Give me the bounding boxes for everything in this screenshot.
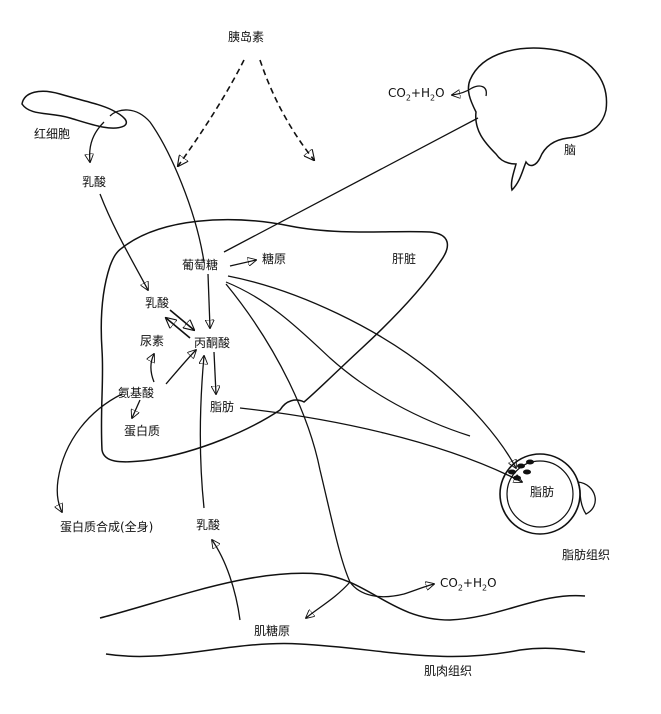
liver-fat-label: 脂肪 — [210, 400, 235, 414]
fat-cell-nucleus — [577, 481, 596, 515]
arrow-amino-to-pyruvate — [165, 350, 196, 385]
line-glucose-to-brain — [223, 117, 479, 253]
line-glucose-to-rbc — [109, 109, 205, 263]
arrow-pyruvate-to-lactate — [166, 318, 191, 339]
liver-outline — [100, 218, 449, 463]
fat-cell-inner — [506, 460, 574, 528]
arrow-amino-to-protein-synthesis — [57, 393, 123, 512]
line-glucose-to-muscle — [225, 283, 351, 583]
arrow-lactate-to-liver — [99, 193, 148, 290]
arrow-amino-to-protein — [132, 399, 141, 418]
amino-acid-label: 氨基酸 — [118, 386, 155, 400]
urea-label: 尿素 — [140, 334, 165, 348]
insulin-label: 胰岛素 — [228, 30, 265, 44]
arrow-glucose-to-adipose — [227, 275, 516, 468]
arrow-glucose-to-glycogen — [229, 260, 256, 267]
muscle-lactate-label: 乳酸 — [196, 518, 221, 532]
arrow-insulin-to-liver — [178, 59, 245, 166]
brain-label: 脑 — [564, 143, 577, 157]
arrow-muscle-to-co2 — [349, 582, 434, 598]
adipose-tissue-label: 脂肪组织 — [562, 548, 611, 562]
muscle-upper-band — [99, 572, 586, 621]
pyruvate-label: 丙酮酸 — [194, 336, 231, 350]
brain-co2-formula: CO2+H2O — [388, 86, 445, 103]
line-glucose-to-adipose-2 — [225, 281, 471, 437]
fat-cell-label: 脂肪 — [530, 485, 555, 499]
liver-lactate-label: 乳酸 — [145, 296, 170, 310]
arrow-brain-co2 — [452, 85, 487, 96]
muscle-co2-formula: CO2+H2O — [440, 576, 497, 593]
brain-shape — [467, 47, 608, 192]
protein-synthesis-label: 蛋白质合成(全身) — [60, 520, 154, 534]
arrow-rbc-to-lactate — [90, 121, 105, 162]
lactate-top-label: 乳酸 — [82, 175, 107, 189]
red-blood-cell-label: 红细胞 — [34, 127, 71, 141]
arrow-muscle-glycogen-to-lactate — [212, 540, 241, 621]
muscle-lower-band — [105, 642, 586, 658]
arrow-lactate-to-pyruvate-muscle — [200, 356, 204, 509]
protein-label: 蛋白质 — [124, 424, 161, 438]
glucose-label: 葡萄糖 — [182, 258, 219, 272]
muscle-tissue-label: 肌肉组织 — [424, 664, 473, 678]
liver-glycogen-label: 糖原 — [262, 252, 287, 266]
red-blood-cell-shape — [21, 90, 128, 129]
muscle-glycogen-label: 肌糖原 — [254, 624, 291, 638]
arrow-to-muscle-glycogen — [306, 581, 351, 618]
arrow-fat-to-adipose — [239, 407, 522, 482]
liver-label: 肝脏 — [392, 252, 417, 266]
arrow-insulin-to-muscle — [259, 59, 314, 160]
arrow-lactate-to-pyruvate — [169, 309, 194, 330]
arrow-glucose-to-pyruvate — [208, 273, 210, 328]
arrow-amino-to-urea — [151, 354, 154, 383]
arrow-pyruvate-to-fat — [214, 351, 216, 394]
